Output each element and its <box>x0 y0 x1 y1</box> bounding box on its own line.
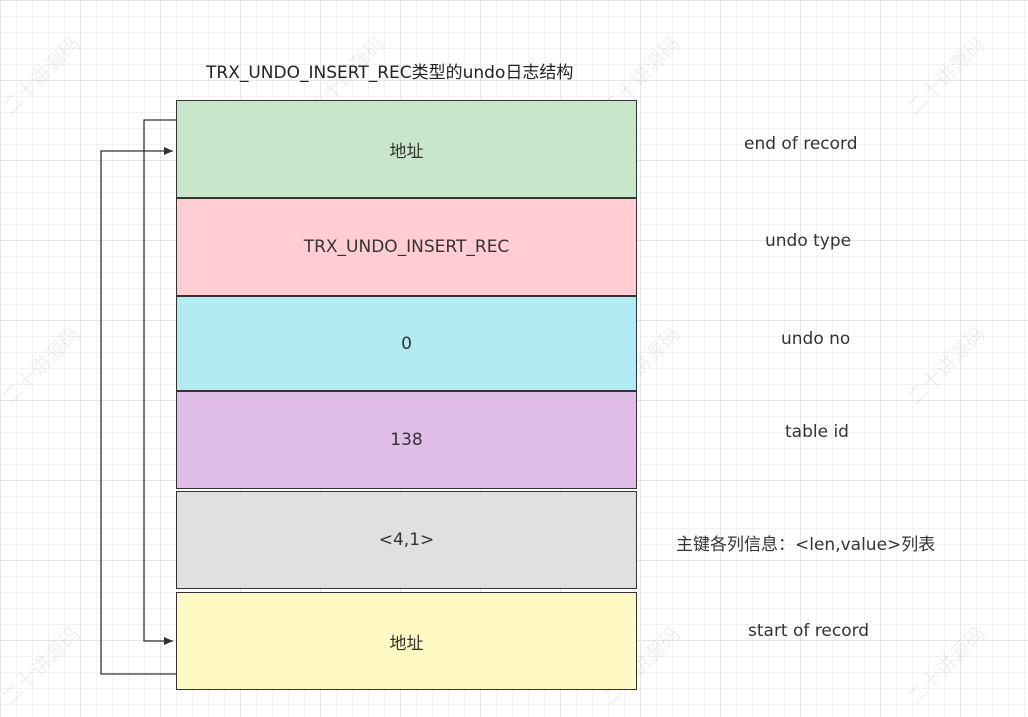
block-value: TRX_UNDO_INSERT_REC <box>303 237 510 257</box>
block-value: 138 <box>390 430 423 450</box>
diagram-title: TRX_UNDO_INSERT_REC类型的undo日志结构 <box>206 63 574 83</box>
arrow-start-to-end <box>100 147 176 675</box>
label-start-of-record: start of record <box>748 621 870 641</box>
label-undo-no: undo no <box>781 329 851 349</box>
label-end-of-record: end of record <box>744 134 858 154</box>
block-value: 地址 <box>389 141 424 162</box>
block-primary-key-columns: <4,1> <box>176 491 637 589</box>
label-table-id: table id <box>785 422 849 442</box>
arrow-end-to-start <box>143 119 176 645</box>
block-value: <4,1> <box>378 530 435 550</box>
block-value: 地址 <box>389 633 424 654</box>
block-end-of-record: 地址 <box>176 100 637 198</box>
block-table-id: 138 <box>176 391 637 489</box>
label-undo-type: undo type <box>765 231 852 251</box>
block-start-of-record: 地址 <box>176 592 637 690</box>
block-undo-type: TRX_UNDO_INSERT_REC <box>176 198 637 296</box>
label-primary-key-columns: 主键各列信息：<len,value>列表 <box>676 535 936 555</box>
block-value: 0 <box>401 333 412 354</box>
block-undo-no: 0 <box>176 296 637 391</box>
